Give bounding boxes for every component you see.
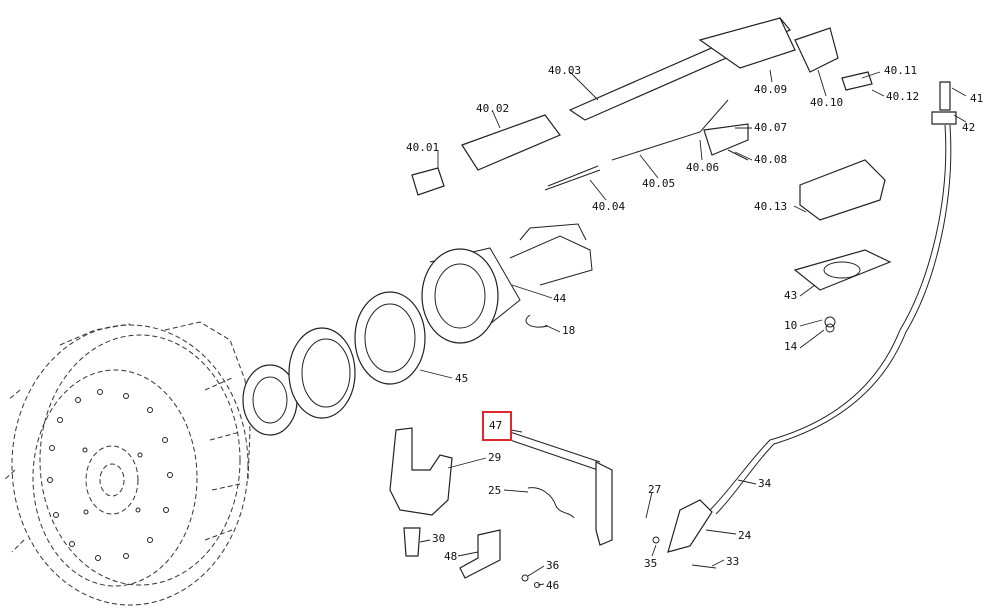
callout-47: 47 bbox=[489, 419, 503, 432]
callout-40-08: 40.08 bbox=[754, 153, 788, 166]
callout-48: 48 bbox=[444, 550, 458, 563]
callout-40-09: 40.09 bbox=[754, 83, 788, 96]
callout-18: 18 bbox=[562, 324, 576, 337]
callout-45: 45 bbox=[455, 372, 469, 385]
callout-41: 41 bbox=[970, 92, 984, 105]
callout-40-04: 40.04 bbox=[592, 200, 626, 213]
callout-29: 29 bbox=[488, 451, 502, 464]
callout-44: 44 bbox=[553, 292, 567, 305]
callout-40-02: 40.02 bbox=[476, 102, 510, 115]
flywheel-assembly bbox=[3, 321, 251, 606]
callout-25: 25 bbox=[488, 484, 502, 497]
callout-40-12: 40.12 bbox=[886, 90, 920, 103]
leader-lines bbox=[419, 69, 967, 586]
callout-42: 42 bbox=[962, 121, 976, 134]
callout-14: 14 bbox=[784, 340, 798, 353]
callout-40-01: 40.01 bbox=[406, 141, 440, 154]
callout-40-13: 40.13 bbox=[754, 200, 788, 213]
callout-34: 34 bbox=[758, 477, 772, 490]
callout-40-07: 40.07 bbox=[754, 121, 788, 134]
highlight-box bbox=[482, 411, 512, 441]
callout-40-03: 40.03 bbox=[548, 64, 582, 77]
callout-24: 24 bbox=[738, 529, 752, 542]
callout-43: 43 bbox=[784, 289, 798, 302]
fork-and-shaft bbox=[389, 427, 717, 588]
callout-40-06: 40.06 bbox=[686, 161, 720, 174]
bracket-and-cable bbox=[667, 81, 957, 553]
callout-36: 36 bbox=[546, 559, 560, 572]
callout-46: 46 bbox=[546, 579, 560, 592]
callout-40-05: 40.05 bbox=[642, 177, 676, 190]
callout-40-11: 40.11 bbox=[884, 64, 918, 77]
callout-35: 35 bbox=[644, 557, 658, 570]
callout-33: 33 bbox=[726, 555, 740, 568]
callout-27: 27 bbox=[648, 483, 662, 496]
upper-linkage bbox=[411, 17, 873, 196]
bearing-assembly bbox=[242, 223, 593, 436]
callout-30: 30 bbox=[432, 532, 446, 545]
callout-40-10: 40.10 bbox=[810, 96, 844, 109]
callout-10: 10 bbox=[784, 319, 798, 332]
